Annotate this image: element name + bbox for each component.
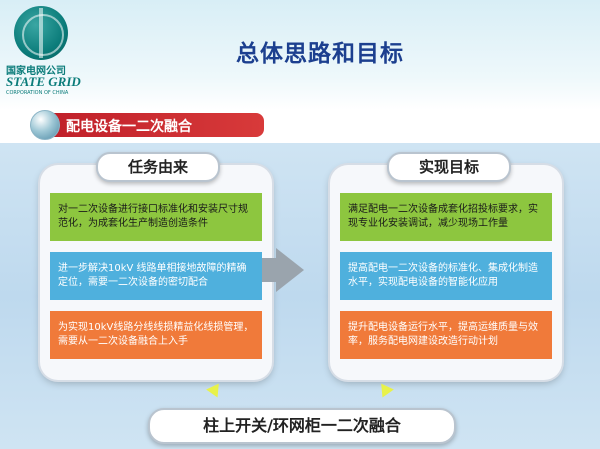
right-panel-title: 实现目标 bbox=[387, 152, 511, 182]
right-item-2-text: 提高配电一二次设备的标准化、集成化制造水平，实现配电设备的智能化应用 bbox=[348, 263, 538, 288]
right-arrow-icon bbox=[276, 248, 304, 292]
page-title: 总体思路和目标 bbox=[236, 41, 404, 67]
right-item-2: 提高配电一二次设备的标准化、集成化制造水平，实现配电设备的智能化应用 bbox=[340, 252, 552, 300]
left-panel-title: 任务由来 bbox=[96, 152, 220, 182]
left-item-2: 进一步解决10kV 线路单相接地故障的精确定位，需要一二次设备的密切配合 bbox=[50, 252, 262, 300]
left-item-3: 为实现10kV线路分线线损精益化线损管理，需要从一二次设备融合上入手 bbox=[50, 311, 262, 359]
logo-name-en: STATE GRID bbox=[6, 74, 81, 89]
logo-sub-en: CORPORATION OF CHINA bbox=[6, 90, 69, 96]
right-item-3-text: 提升配电设备运行水平，提高运维质量与效率，服务配电网建设改造行动计划 bbox=[348, 322, 538, 347]
right-item-3: 提升配电设备运行水平，提高运维质量与效率，服务配电网建设改造行动计划 bbox=[340, 311, 552, 359]
header-band bbox=[0, 0, 600, 110]
bottom-conclusion: 柱上开关/环网柜一二次融合 bbox=[148, 408, 456, 444]
right-item-1: 满足配电一二次设备成套化招投标要求，实现专业化安装调试，减少现场工作量 bbox=[340, 193, 552, 241]
globe-icon bbox=[30, 110, 60, 140]
right-item-1-text: 满足配电一二次设备成套化招投标要求，实现专业化安装调试，减少现场工作量 bbox=[348, 204, 538, 229]
section-bar bbox=[52, 113, 264, 137]
left-item-3-text: 为实现10kV线路分线线损精益化线损管理，需要从一二次设备融合上入手 bbox=[58, 322, 254, 347]
right-arrow-stem bbox=[262, 258, 278, 282]
left-item-1-text: 对一二次设备进行接口标准化和安装尺寸规范化，为成套化生产制造创造条件 bbox=[58, 204, 248, 229]
left-item-1: 对一二次设备进行接口标准化和安装尺寸规范化，为成套化生产制造创造条件 bbox=[50, 193, 262, 241]
left-item-2-text: 进一步解决10kV 线路单相接地故障的精确定位，需要一二次设备的密切配合 bbox=[58, 263, 247, 288]
logo-name-cn: 国家电网公司 bbox=[6, 66, 66, 77]
state-grid-logo-icon bbox=[14, 6, 68, 60]
section-label: 配电设备一二次融合 bbox=[66, 119, 192, 135]
